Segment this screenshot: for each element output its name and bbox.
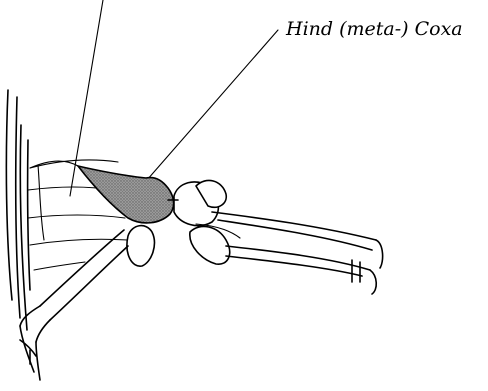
body-outline [6, 90, 30, 330]
leader-line-coxa [140, 30, 278, 188]
hind-coxa [78, 166, 174, 223]
leader-line-top [70, 0, 103, 196]
hind-coxa-label: Hind (meta-) Coxa [286, 20, 463, 39]
leg-segments [20, 180, 383, 380]
